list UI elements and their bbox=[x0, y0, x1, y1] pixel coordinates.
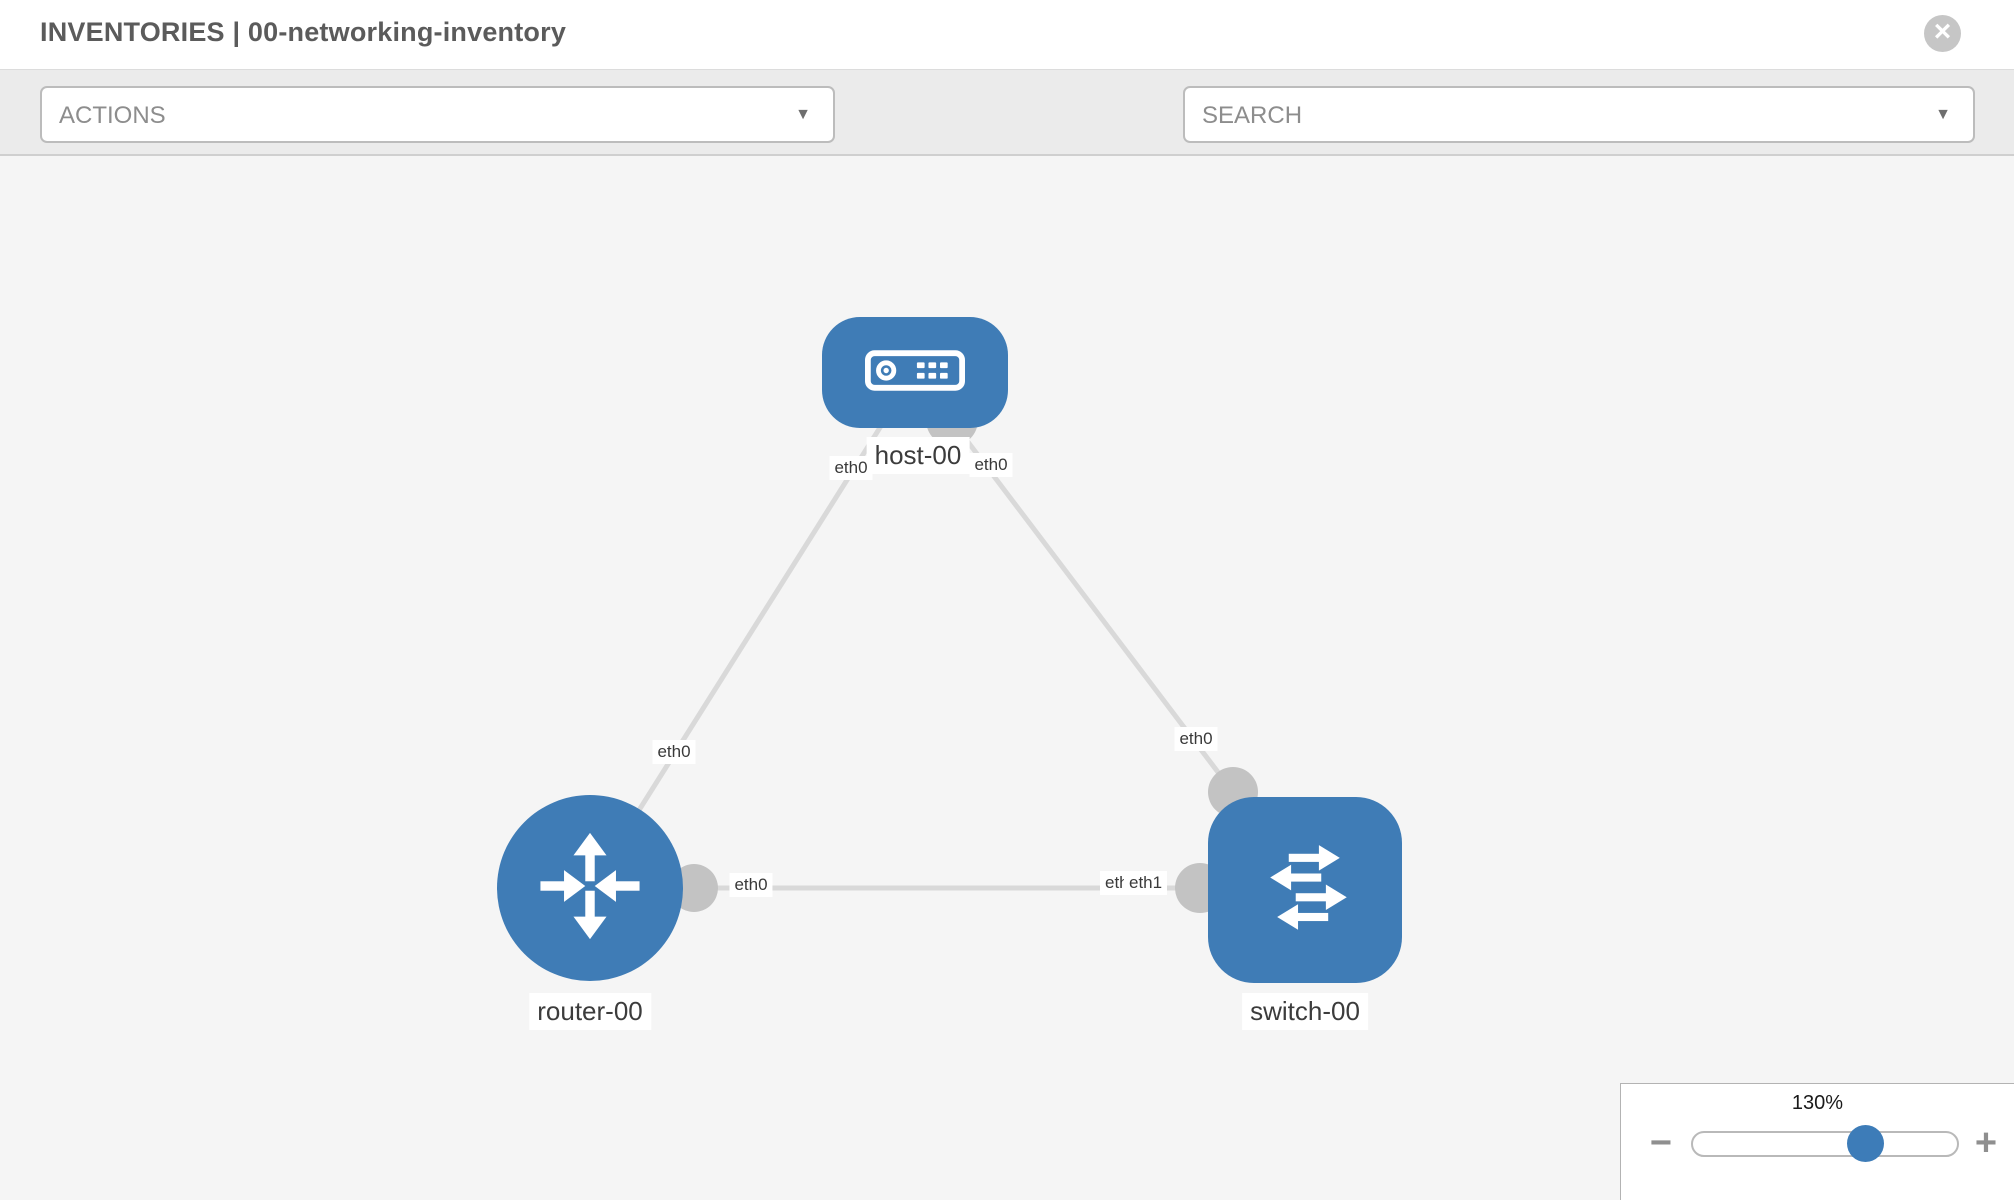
port-label-host-eth0-to-router: eth0 bbox=[829, 456, 873, 480]
zoom-slider-thumb[interactable] bbox=[1847, 1125, 1884, 1162]
toolbar: ACTIONS ▼ SEARCH bbox=[0, 70, 2014, 203]
page-title: INVENTORIES | 00-networking-inventory bbox=[40, 17, 567, 47]
node-label-host: host-00 bbox=[866, 437, 970, 474]
node-label-router: router-00 bbox=[529, 993, 651, 1030]
node-label-switch: switch-00 bbox=[1242, 993, 1368, 1030]
node-switch-00[interactable] bbox=[1208, 797, 1402, 983]
host-device-icon bbox=[865, 349, 965, 396]
node-host-00[interactable] bbox=[822, 317, 1008, 428]
zoom-level-value: 130% bbox=[1791, 1092, 1844, 1114]
router-icon bbox=[531, 827, 649, 950]
switch-icon bbox=[1245, 830, 1365, 951]
search-dropdown[interactable]: SEARCH ▼ bbox=[1183, 86, 1975, 143]
port-label-switch-eth1-to-router: eth1 bbox=[1124, 871, 1168, 895]
chevron-down-icon: ▼ bbox=[1935, 106, 1951, 123]
chevron-down-icon: ▼ bbox=[795, 106, 811, 123]
search-dropdown-label: SEARCH bbox=[1202, 102, 1303, 129]
actions-dropdown[interactable]: ACTIONS ▼ bbox=[40, 86, 835, 143]
port-label-host-eth0-to-switch: eth0 bbox=[969, 453, 1013, 477]
close-button[interactable]: × bbox=[1924, 15, 1961, 52]
actions-dropdown-label: ACTIONS bbox=[59, 102, 166, 129]
topology-links-layer bbox=[587, 370, 1258, 913]
header-bar: INVENTORIES | 00-networking-inventory × bbox=[0, 0, 2014, 70]
zoom-in-button[interactable]: + bbox=[1974, 1122, 1998, 1164]
close-icon: × bbox=[1933, 15, 1952, 48]
zoom-slider[interactable] bbox=[1691, 1125, 1959, 1162]
port-label-switch-eth0-to-host: eth0 bbox=[1174, 727, 1218, 751]
topology-canvas[interactable]: host-00 router-00 switch-00 eth0 eth0 et… bbox=[0, 156, 2014, 1200]
zoom-control-panel: 130% − + bbox=[1620, 1083, 2014, 1200]
port-label-router-eth0-to-switch: eth0 bbox=[729, 873, 773, 897]
node-router-00[interactable] bbox=[497, 795, 683, 981]
zoom-out-button[interactable]: − bbox=[1649, 1122, 1673, 1164]
port-label-router-eth0-to-host: eth0 bbox=[652, 740, 696, 764]
